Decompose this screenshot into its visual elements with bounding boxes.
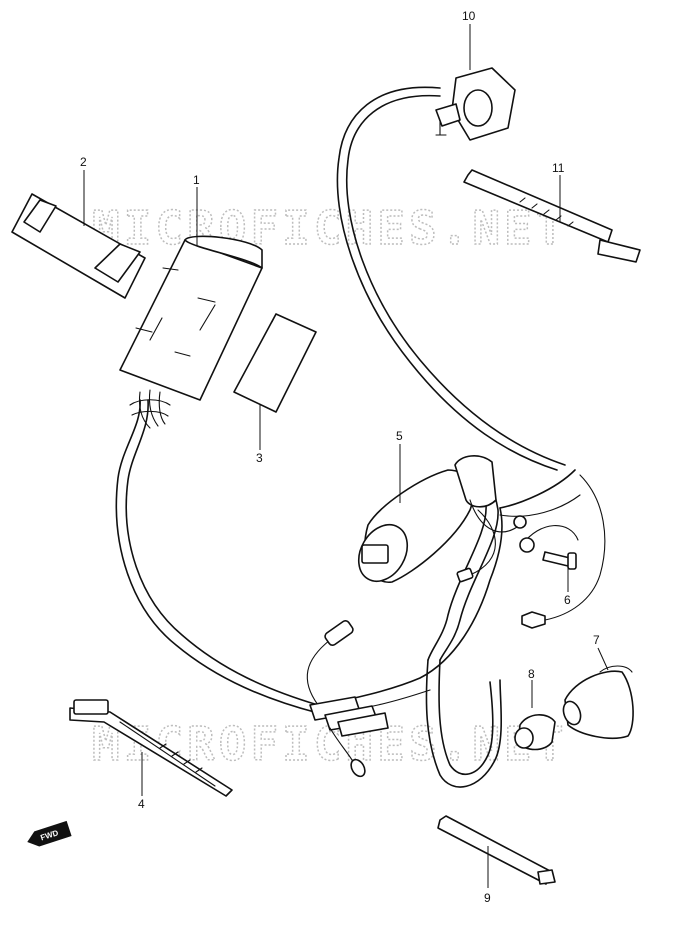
part-2-band [11, 193, 146, 299]
callout-4: 4 [138, 797, 145, 811]
callout-labels: 1 2 3 4 5 6 7 8 9 10 11 [80, 9, 600, 905]
part-1-cdi-unit [119, 235, 263, 401]
part-4-cable-tie [69, 699, 233, 797]
callout-6: 6 [564, 593, 571, 607]
part-5-ignition-coil [357, 455, 527, 583]
part-11-cable-tie [463, 169, 641, 263]
callout-7: 7 [593, 633, 600, 647]
part-3-pad [233, 313, 317, 413]
fwd-direction-badge: FWD [27, 820, 72, 847]
callout-9: 9 [484, 891, 491, 905]
part-10-clamp [435, 67, 516, 141]
wiring-harness [115, 86, 606, 788]
part-8-grommet [514, 714, 556, 751]
part-9-cable-tie [437, 815, 556, 885]
callout-3: 3 [256, 451, 263, 465]
callout-11: 11 [552, 161, 565, 175]
callout-10: 10 [462, 9, 476, 23]
callout-2: 2 [80, 155, 87, 169]
callout-5: 5 [396, 429, 403, 443]
part-7-plug-cap [562, 665, 634, 739]
callout-8: 8 [528, 667, 535, 681]
part-6-bolt [519, 525, 579, 570]
leader-lines [83, 24, 609, 888]
watermark-top: MICROFICHES.NET [92, 201, 567, 255]
callout-1: 1 [193, 173, 200, 187]
